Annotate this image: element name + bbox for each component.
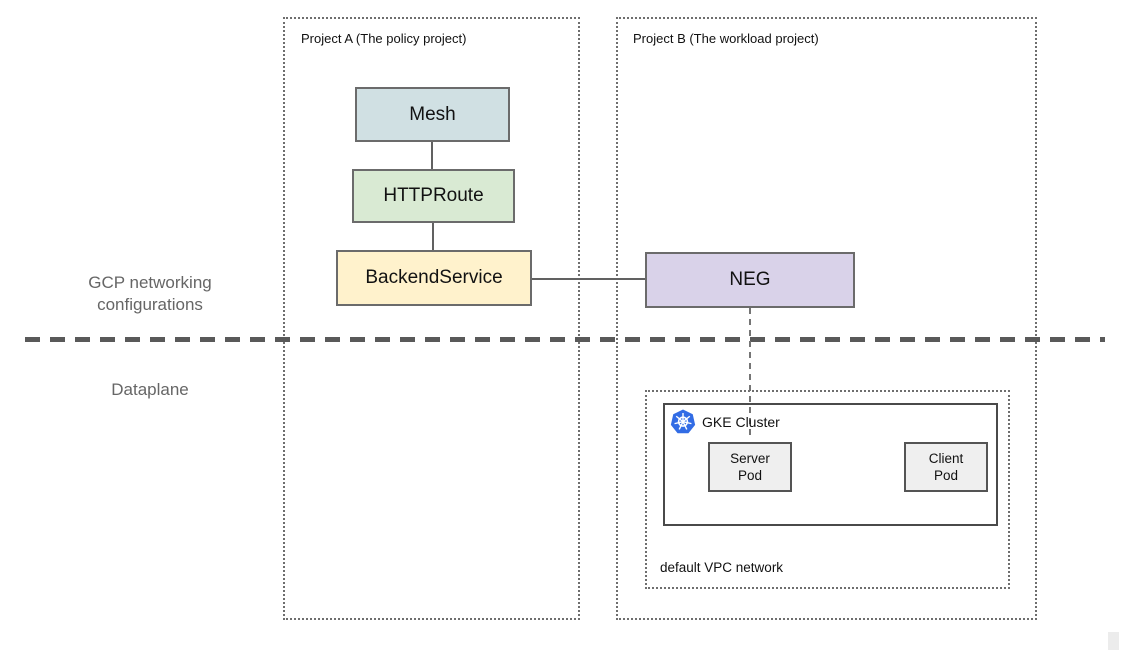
gke-cluster-header: GKE Cluster: [670, 409, 780, 435]
connector-mesh-httproute: [431, 142, 433, 169]
node-httproute-label: HTTPRoute: [383, 185, 484, 206]
client-pod-label: Client Pod: [928, 451, 964, 483]
node-client-pod: Client Pod: [904, 442, 988, 492]
node-httproute: HTTPRoute: [352, 169, 515, 223]
connector-httproute-backendservice: [432, 223, 434, 250]
node-neg-label: NEG: [729, 269, 771, 290]
project-b-box: [616, 17, 1037, 620]
node-mesh: Mesh: [355, 87, 510, 142]
vpc-network-box: default VPC network: [645, 390, 1010, 589]
node-server-pod: Server Pod: [708, 442, 792, 492]
node-backendservice: BackendService: [336, 250, 532, 306]
zone-label-dataplane: Dataplane: [111, 380, 189, 399]
project-a-label: Project A (The policy project): [301, 31, 467, 46]
scrollbar-fragment[interactable]: [1108, 632, 1119, 650]
zone-label-gcp-networking: GCP networking configurations: [88, 273, 212, 314]
connector-neg-serverpod-dashed: [749, 308, 751, 440]
gke-cluster-label: GKE Cluster: [702, 414, 780, 430]
connector-backendservice-neg: [532, 278, 645, 280]
project-b-label: Project B (The workload project): [633, 31, 819, 46]
project-a-box: [283, 17, 580, 620]
zone-separator-dashed-line: [25, 337, 1105, 342]
node-backendservice-label: BackendService: [365, 267, 503, 288]
vpc-network-label: default VPC network: [660, 560, 784, 575]
server-pod-label: Server Pod: [730, 451, 770, 483]
node-neg: NEG: [645, 252, 855, 308]
kubernetes-icon: [670, 409, 696, 434]
node-mesh-label: Mesh: [409, 103, 456, 125]
